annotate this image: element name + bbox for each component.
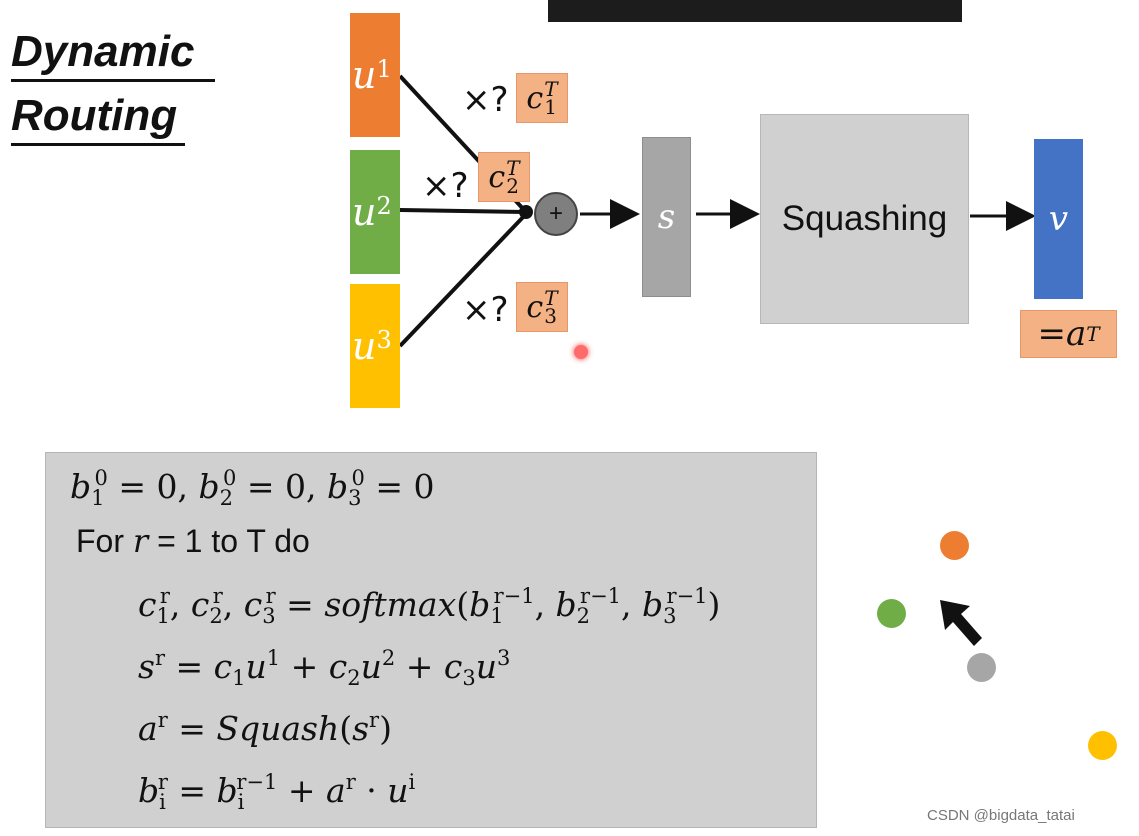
orange-point — [940, 531, 969, 560]
algo-sum-line: sr = c1u1 + c2u2 + c3u3 — [138, 646, 511, 690]
algo-loop-line: For r = 1 to T do — [76, 522, 310, 560]
line-u2-to-sum — [399, 208, 527, 214]
algo-squash-line: ar = Squash(sr) — [138, 708, 392, 748]
watermark: CSDN @bigdata_tatai — [927, 807, 1075, 824]
title-line-2: Routing — [11, 92, 185, 146]
direction-arrow-icon — [940, 600, 982, 646]
algo-init-line: b10 = 0, b20 = 0, b30 = 0 — [70, 466, 435, 510]
s-vector-box: s — [642, 137, 691, 297]
title-line-1: Dynamic — [11, 28, 215, 82]
recording-toolbar — [548, 0, 962, 22]
algo-update-line: bir = bir−1 + ar · ui — [138, 770, 416, 814]
algo-softmax-line: c1r, c2r, c3r = softmax(b1r−1, b2r−1, b3… — [138, 584, 721, 628]
yellow-point — [1088, 731, 1117, 760]
times-q-1: ×? — [462, 80, 509, 120]
times-q-3: ×? — [462, 290, 509, 330]
sum-node: + — [534, 192, 578, 236]
squashing-box: Squashing — [760, 114, 969, 324]
line-u3-to-sum — [398, 212, 528, 348]
junction-dot — [519, 205, 533, 219]
algorithm-panel — [45, 452, 817, 828]
v-vector-box: v — [1034, 139, 1083, 299]
times-q-2: ×? — [422, 166, 469, 206]
green-point — [877, 599, 906, 628]
gray-point — [967, 653, 996, 682]
cursor-pointer-dot — [574, 345, 588, 359]
